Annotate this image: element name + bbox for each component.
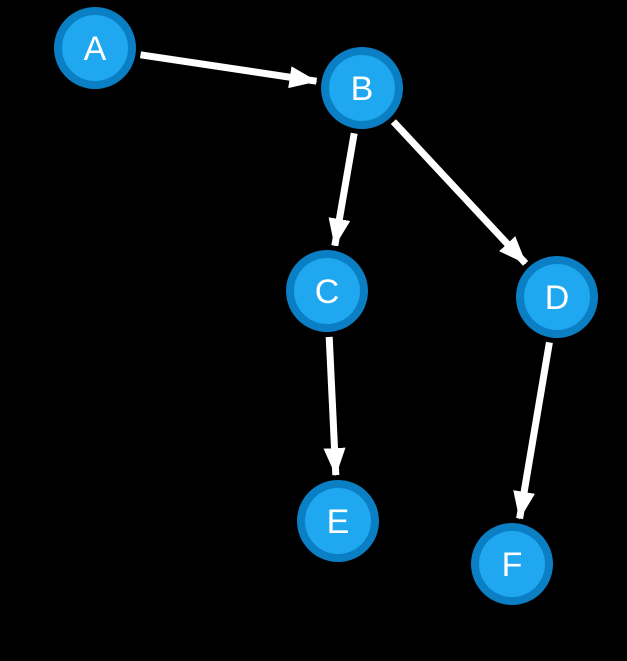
nodes-layer: A B C D E F bbox=[54, 7, 598, 605]
node-fill bbox=[524, 264, 590, 330]
node-fill bbox=[62, 15, 128, 81]
node-fill bbox=[479, 531, 545, 597]
node-fill bbox=[329, 55, 395, 121]
edge-B-D bbox=[390, 119, 529, 266]
edge-B-C bbox=[328, 132, 358, 247]
graph-node-C[interactable]: C bbox=[286, 250, 368, 332]
edge-D-F bbox=[513, 341, 553, 520]
graph-node-B[interactable]: B bbox=[321, 47, 403, 129]
edge-A-B bbox=[139, 51, 318, 89]
edge-C-E bbox=[323, 336, 346, 477]
graph-node-E[interactable]: E bbox=[297, 480, 379, 562]
graph-node-F[interactable]: F bbox=[471, 523, 553, 605]
edges-layer bbox=[139, 51, 553, 520]
graph-node-A[interactable]: A bbox=[54, 7, 136, 89]
node-fill bbox=[305, 488, 371, 554]
node-fill bbox=[294, 258, 360, 324]
graph-node-D[interactable]: D bbox=[516, 256, 598, 338]
